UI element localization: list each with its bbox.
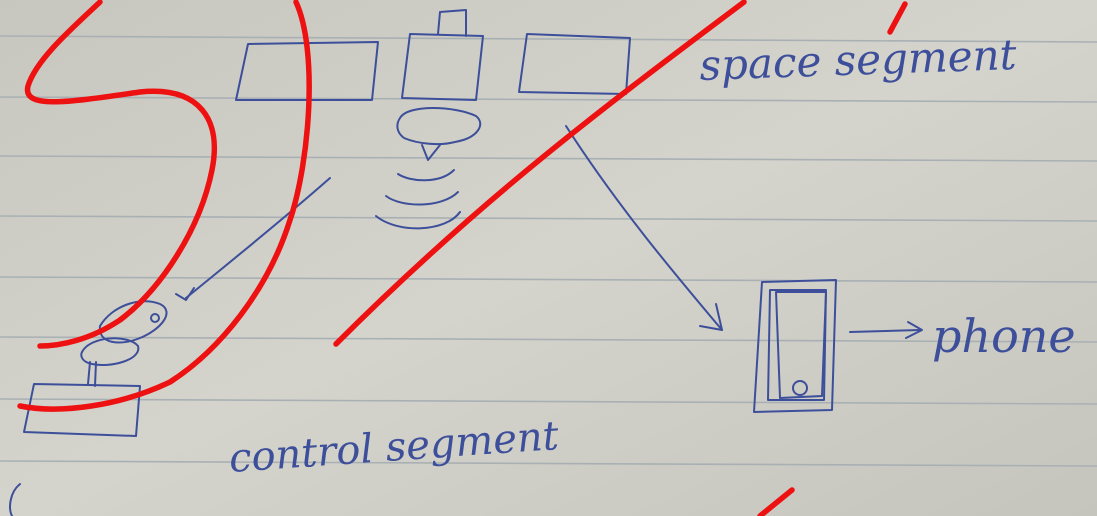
phone-label: phone	[932, 309, 1076, 363]
